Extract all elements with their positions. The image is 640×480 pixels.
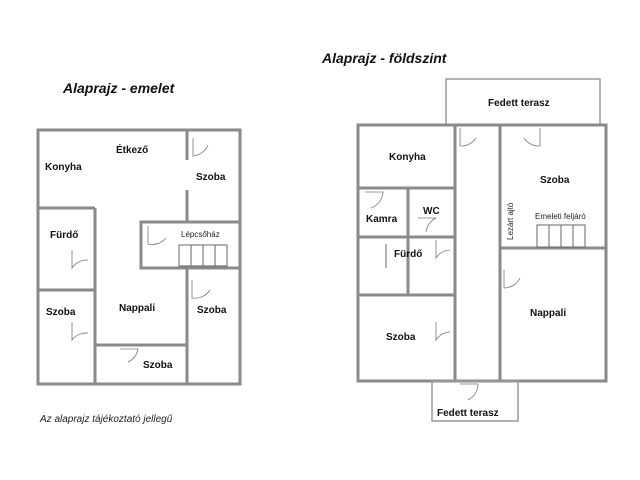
door-swing	[435, 322, 451, 342]
door-swing	[191, 280, 211, 299]
room-label-furdo: Fürdő	[50, 230, 78, 241]
door-swing	[147, 226, 167, 245]
room-label-szoba: Szoba	[196, 172, 226, 183]
door-swing	[503, 270, 521, 289]
disclaimer-note: Az alaprajz tájékoztató jellegű	[40, 414, 173, 425]
ground-floor-title: Alaprajz - földszint	[322, 50, 447, 66]
door-swing	[71, 322, 89, 342]
door-swing	[71, 250, 89, 270]
room-label-konyha: Konyha	[45, 162, 82, 173]
room-label-furdo: Fürdő	[394, 249, 422, 260]
door-swing	[523, 128, 541, 147]
room-label-fedett-terasz: Fedett terasz	[437, 408, 499, 419]
room-label-szoba: Szoba	[540, 175, 570, 186]
door-swing	[459, 128, 477, 147]
upper-stairs	[178, 244, 228, 267]
room-label-fedett-terasz: Fedett terasz	[488, 98, 550, 109]
door-swing	[435, 240, 451, 260]
ground-stairs	[536, 224, 586, 248]
room-label-etkezo: Étkező	[116, 143, 148, 156]
room-label-emeleti-feljaro: Emeleti feljáró	[535, 212, 586, 221]
room-label-szoba: Szoba	[197, 305, 227, 316]
door-swing	[460, 383, 479, 401]
room-label-szoba: Szoba	[46, 307, 76, 318]
door-swing	[418, 217, 437, 233]
room-label-szoba: Szoba	[386, 332, 416, 343]
room-label-szoba: Szoba	[143, 360, 173, 371]
room-label-kamra: Kamra	[366, 214, 398, 225]
room-label-wc: WC	[423, 206, 440, 217]
door-swing	[365, 191, 384, 209]
door-swing	[120, 348, 139, 363]
upper-floor-title: Alaprajz - emelet	[63, 80, 175, 96]
ground-floor-plan: Fedett terasz Konyha Szoba Kamra WC Lezá…	[356, 78, 608, 422]
door-swing	[192, 138, 209, 157]
upper-floor-plan: Konyha Étkező Szoba Fürdő Lépcsőház Szob…	[36, 128, 242, 386]
room-label-lepcsohaz: Lépcsőház	[181, 230, 220, 239]
room-label-konyha: Konyha	[389, 152, 426, 163]
room-label-lezart-ajto: Lezárt ajtó	[506, 202, 515, 240]
ground-bottom-terrace	[431, 380, 519, 422]
room-label-nappali: Nappali	[530, 308, 566, 319]
room-label-nappali: Nappali	[119, 303, 155, 314]
